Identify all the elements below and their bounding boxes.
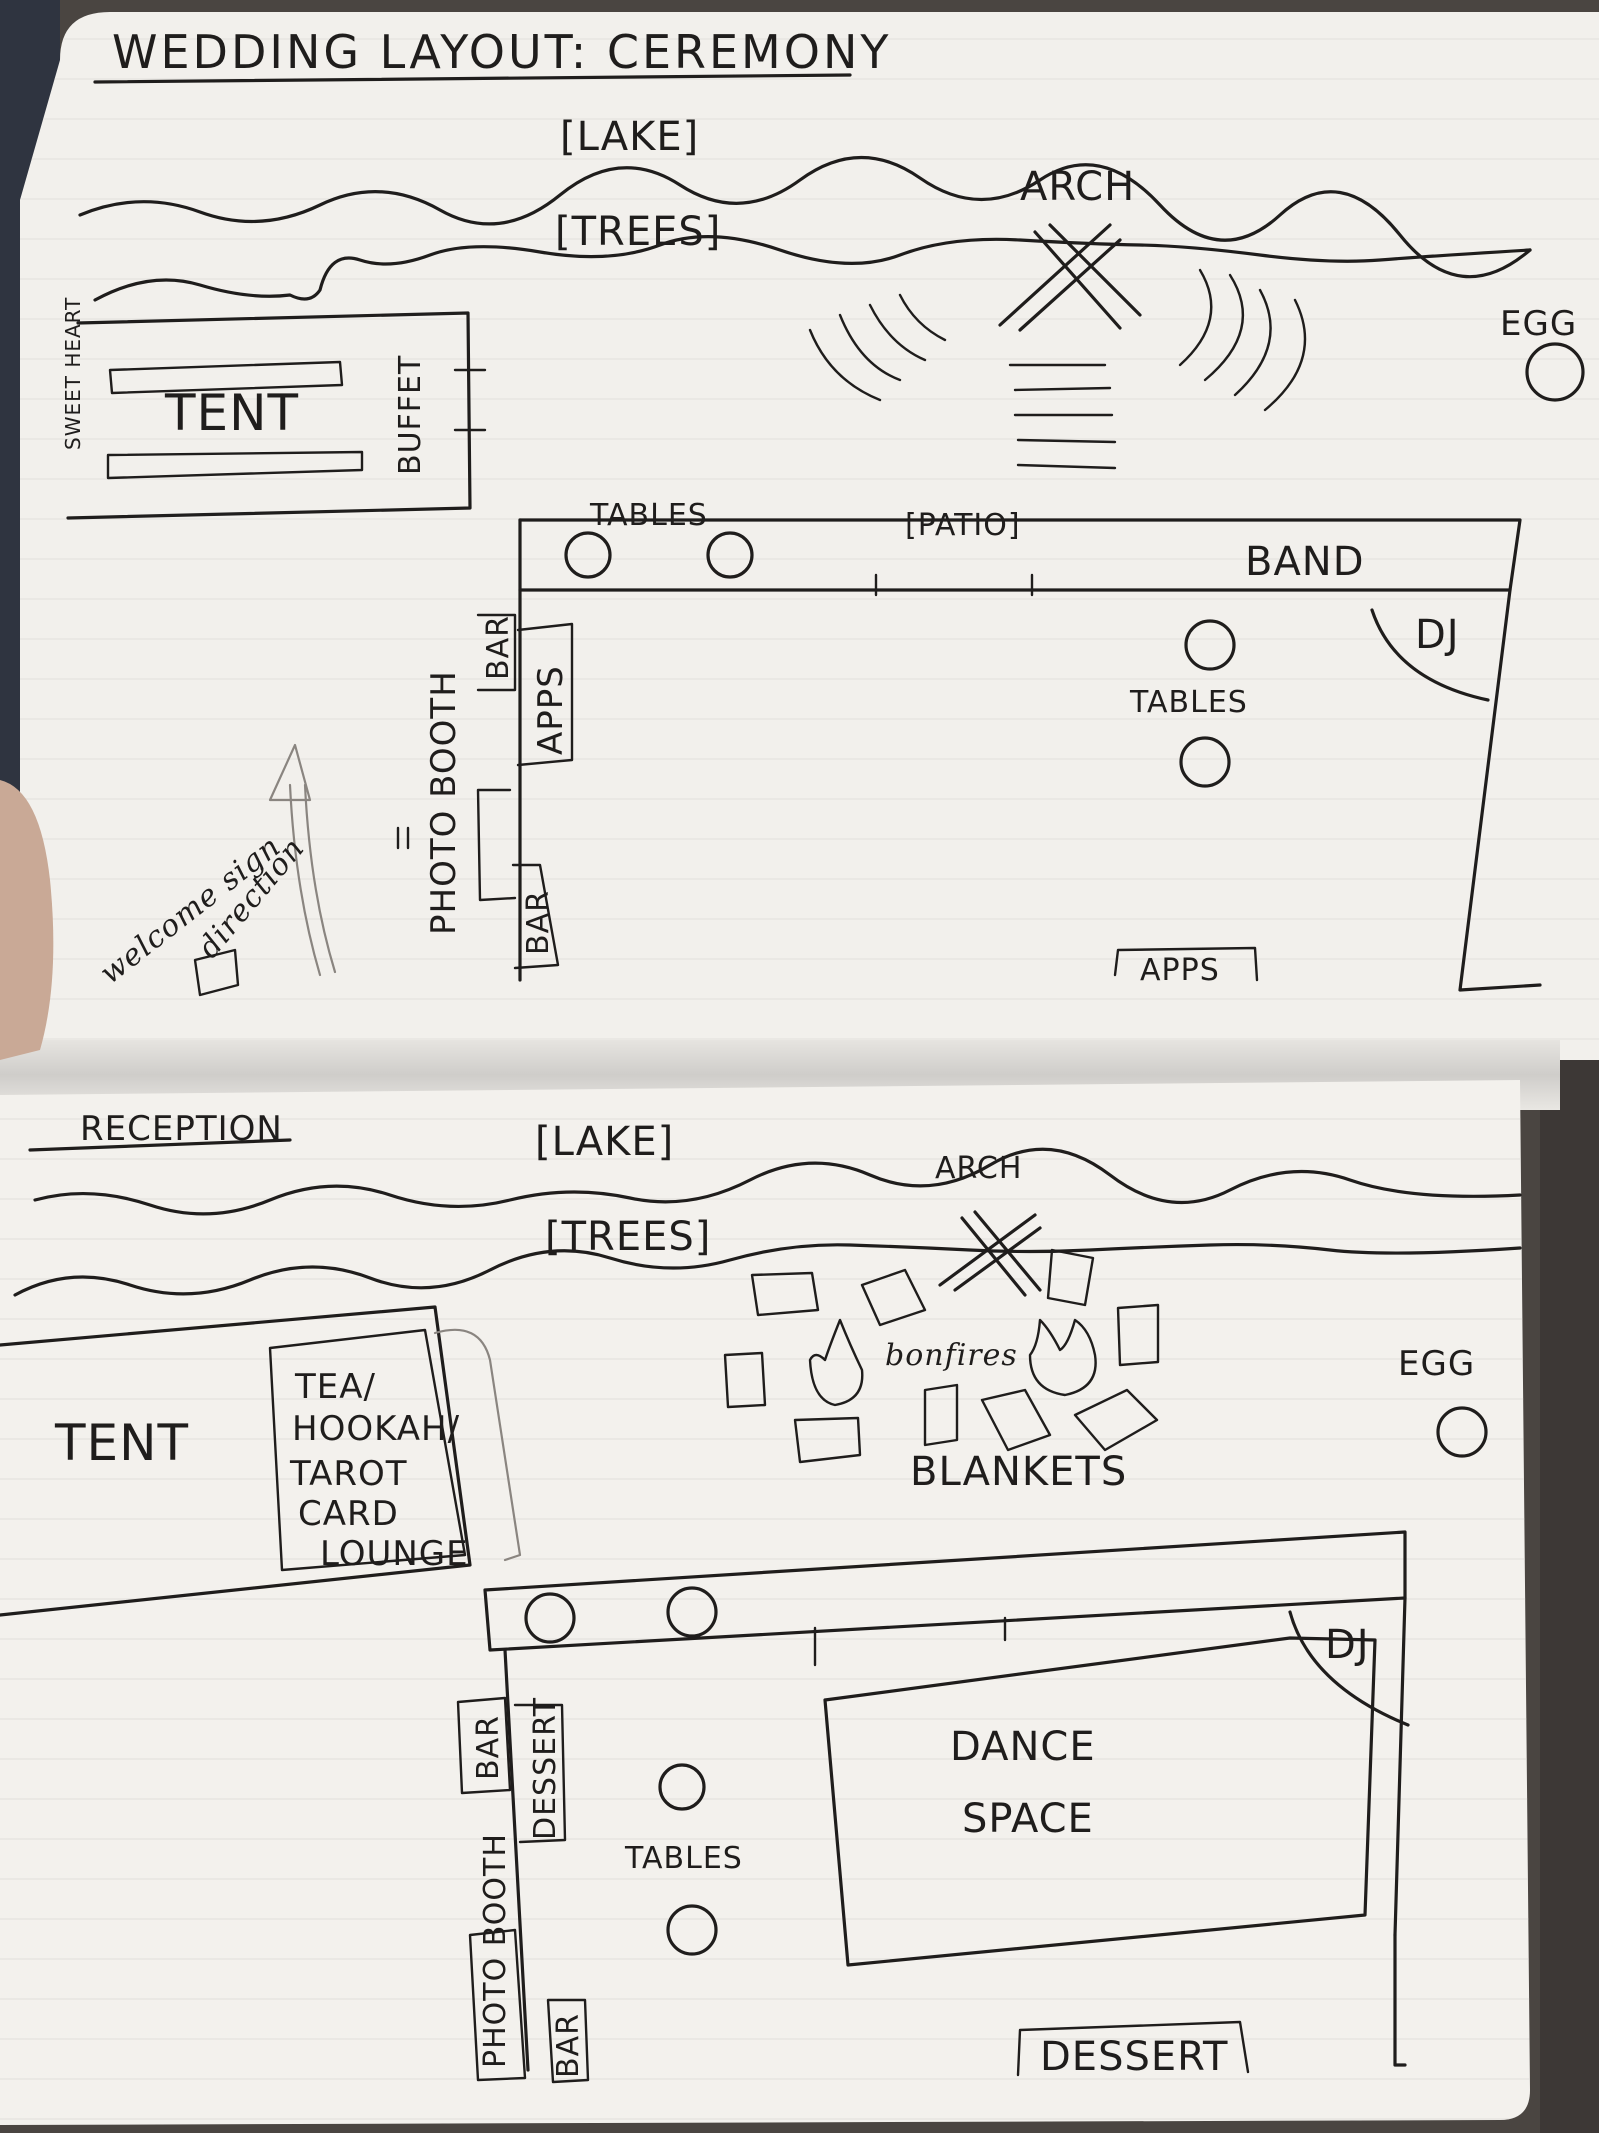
ceremony-tent-label: TENT	[164, 384, 299, 442]
reception-layout: RECEPTION [LAKE] ARCH [TREES]	[0, 1109, 1522, 2084]
reception-dj-booth	[1288, 1610, 1410, 1727]
ceremony-trees-label: [TREES]	[555, 209, 721, 255]
ceremony-arch	[998, 223, 1142, 332]
ceremony-aisle	[1008, 363, 1117, 470]
reception-tables-label: TABLES	[624, 1841, 743, 1876]
reception-dessert-bottom	[1016, 2020, 1250, 2077]
ceremony-lake-shoreline	[78, 155, 1532, 279]
ceremony-table-3	[1184, 619, 1236, 671]
reception-dance-space	[823, 1636, 1377, 1967]
reception-tent-label: TENT	[54, 1414, 189, 1472]
reception-table-3	[658, 1763, 706, 1811]
reception-dessert-bottom-label: DESSERT	[1040, 2034, 1228, 2080]
reception-egg	[1436, 1406, 1488, 1458]
reception-lounge-label: TEA/ HOOKAH/ TAROT CARD LOUNGE	[289, 1367, 469, 1574]
reception-bonfires-label: bonfires	[885, 1338, 1018, 1373]
ceremony-dj-booth	[1370, 608, 1490, 702]
reception-trees-label: [TREES]	[545, 1214, 711, 1260]
ceremony-sweetheart-label: SWEET HEART	[61, 297, 85, 450]
ceremony-welcome-sign	[193, 948, 240, 997]
ceremony-tent	[66, 311, 487, 520]
reception-dance-space-label-line2: SPACE	[962, 1796, 1094, 1842]
svg-text:LOUNGE: LOUNGE	[320, 1534, 469, 1574]
ceremony-bar-lower-label: BAR	[521, 890, 556, 955]
ceremony-photo-booth-label: PHOTO BOOTH	[424, 670, 464, 935]
reception-photo-booth	[468, 1928, 527, 2082]
reception-egg-label: EGG	[1398, 1344, 1475, 1384]
ceremony-buffet-label: BUFFET	[393, 355, 428, 475]
ceremony-direction-arrow	[268, 743, 337, 977]
svg-text:TEA/: TEA/	[294, 1367, 376, 1407]
ceremony-apps-left-label: APPS	[531, 665, 571, 755]
ceremony-bar-lower	[511, 863, 560, 970]
reception-bar-upper	[456, 1696, 512, 1795]
reception-trees-line	[13, 1242, 1522, 1297]
reception-dessert-left-label: DESSERT	[528, 1697, 563, 1840]
ceremony-apps-bottom	[1113, 946, 1259, 982]
ceremony-tables-right-label: TABLES	[1129, 685, 1248, 720]
ceremony-table-2	[706, 531, 754, 579]
reception-table-4	[666, 1904, 718, 1956]
ceremony-dj-label: DJ	[1415, 612, 1460, 658]
reception-bar-upper-label: BAR	[471, 1715, 506, 1780]
ceremony-bar-upper	[476, 613, 517, 692]
reception-blankets-label: BLANKETS	[910, 1449, 1127, 1495]
reception-lake-label: [LAKE]	[535, 1119, 674, 1165]
reception-bonfire-left	[808, 1318, 864, 1407]
ceremony-bar-upper-label: BAR	[481, 615, 516, 680]
svg-text:HOOKAH/: HOOKAH/	[292, 1409, 460, 1449]
ceremony-trees-line	[93, 235, 1532, 302]
ceremony-table-4	[1179, 736, 1231, 788]
reception-table-1	[524, 1592, 576, 1644]
ceremony-seating-right	[1178, 268, 1307, 412]
reception-dessert-left	[513, 1703, 567, 1844]
reception-dance-space-label-line1: DANCE	[950, 1724, 1096, 1770]
ceremony-band-label: BAND	[1245, 539, 1365, 585]
ceremony-patio	[518, 518, 1542, 992]
ceremony-tables-top-label: TABLES	[589, 498, 708, 533]
reception-photo-booth-label: PHOTO BOOTH	[478, 1833, 513, 2068]
reception-bonfire-right	[1028, 1318, 1097, 1397]
reception-bar-lower	[546, 1998, 590, 2084]
ceremony-title: WEDDING LAYOUT: CEREMONY	[112, 25, 891, 79]
ceremony-lake-label: [LAKE]	[560, 114, 699, 160]
reception-arch-label: ARCH	[935, 1151, 1022, 1186]
ceremony-egg-label: EGG	[1500, 304, 1577, 344]
ceremony-egg	[1525, 342, 1585, 402]
ceremony-seating-left	[808, 293, 947, 402]
ceremony-apps-left	[516, 622, 574, 767]
ceremony-table-1	[564, 531, 612, 579]
ceremony-arch-label: ARCH	[1020, 164, 1135, 210]
thumb	[0, 780, 54, 1060]
reception-dj-label: DJ	[1325, 1622, 1370, 1668]
reception-tent	[0, 1305, 522, 1617]
svg-text:TAROT: TAROT	[289, 1454, 408, 1494]
reception-arch	[938, 1210, 1042, 1297]
reception-blankets	[723, 1248, 1160, 1464]
reception-lake-shoreline	[33, 1147, 1522, 1216]
ceremony-patio-label: [PATIO]	[905, 508, 1021, 543]
reception-patio	[483, 1530, 1407, 2072]
ceremony-photo-booth	[476, 788, 517, 902]
ceremony-apps-bottom-label: APPS	[1140, 953, 1220, 988]
reception-bar-lower-label: BAR	[551, 2013, 586, 2078]
reception-table-2	[666, 1586, 718, 1638]
svg-text:CARD: CARD	[298, 1494, 399, 1534]
